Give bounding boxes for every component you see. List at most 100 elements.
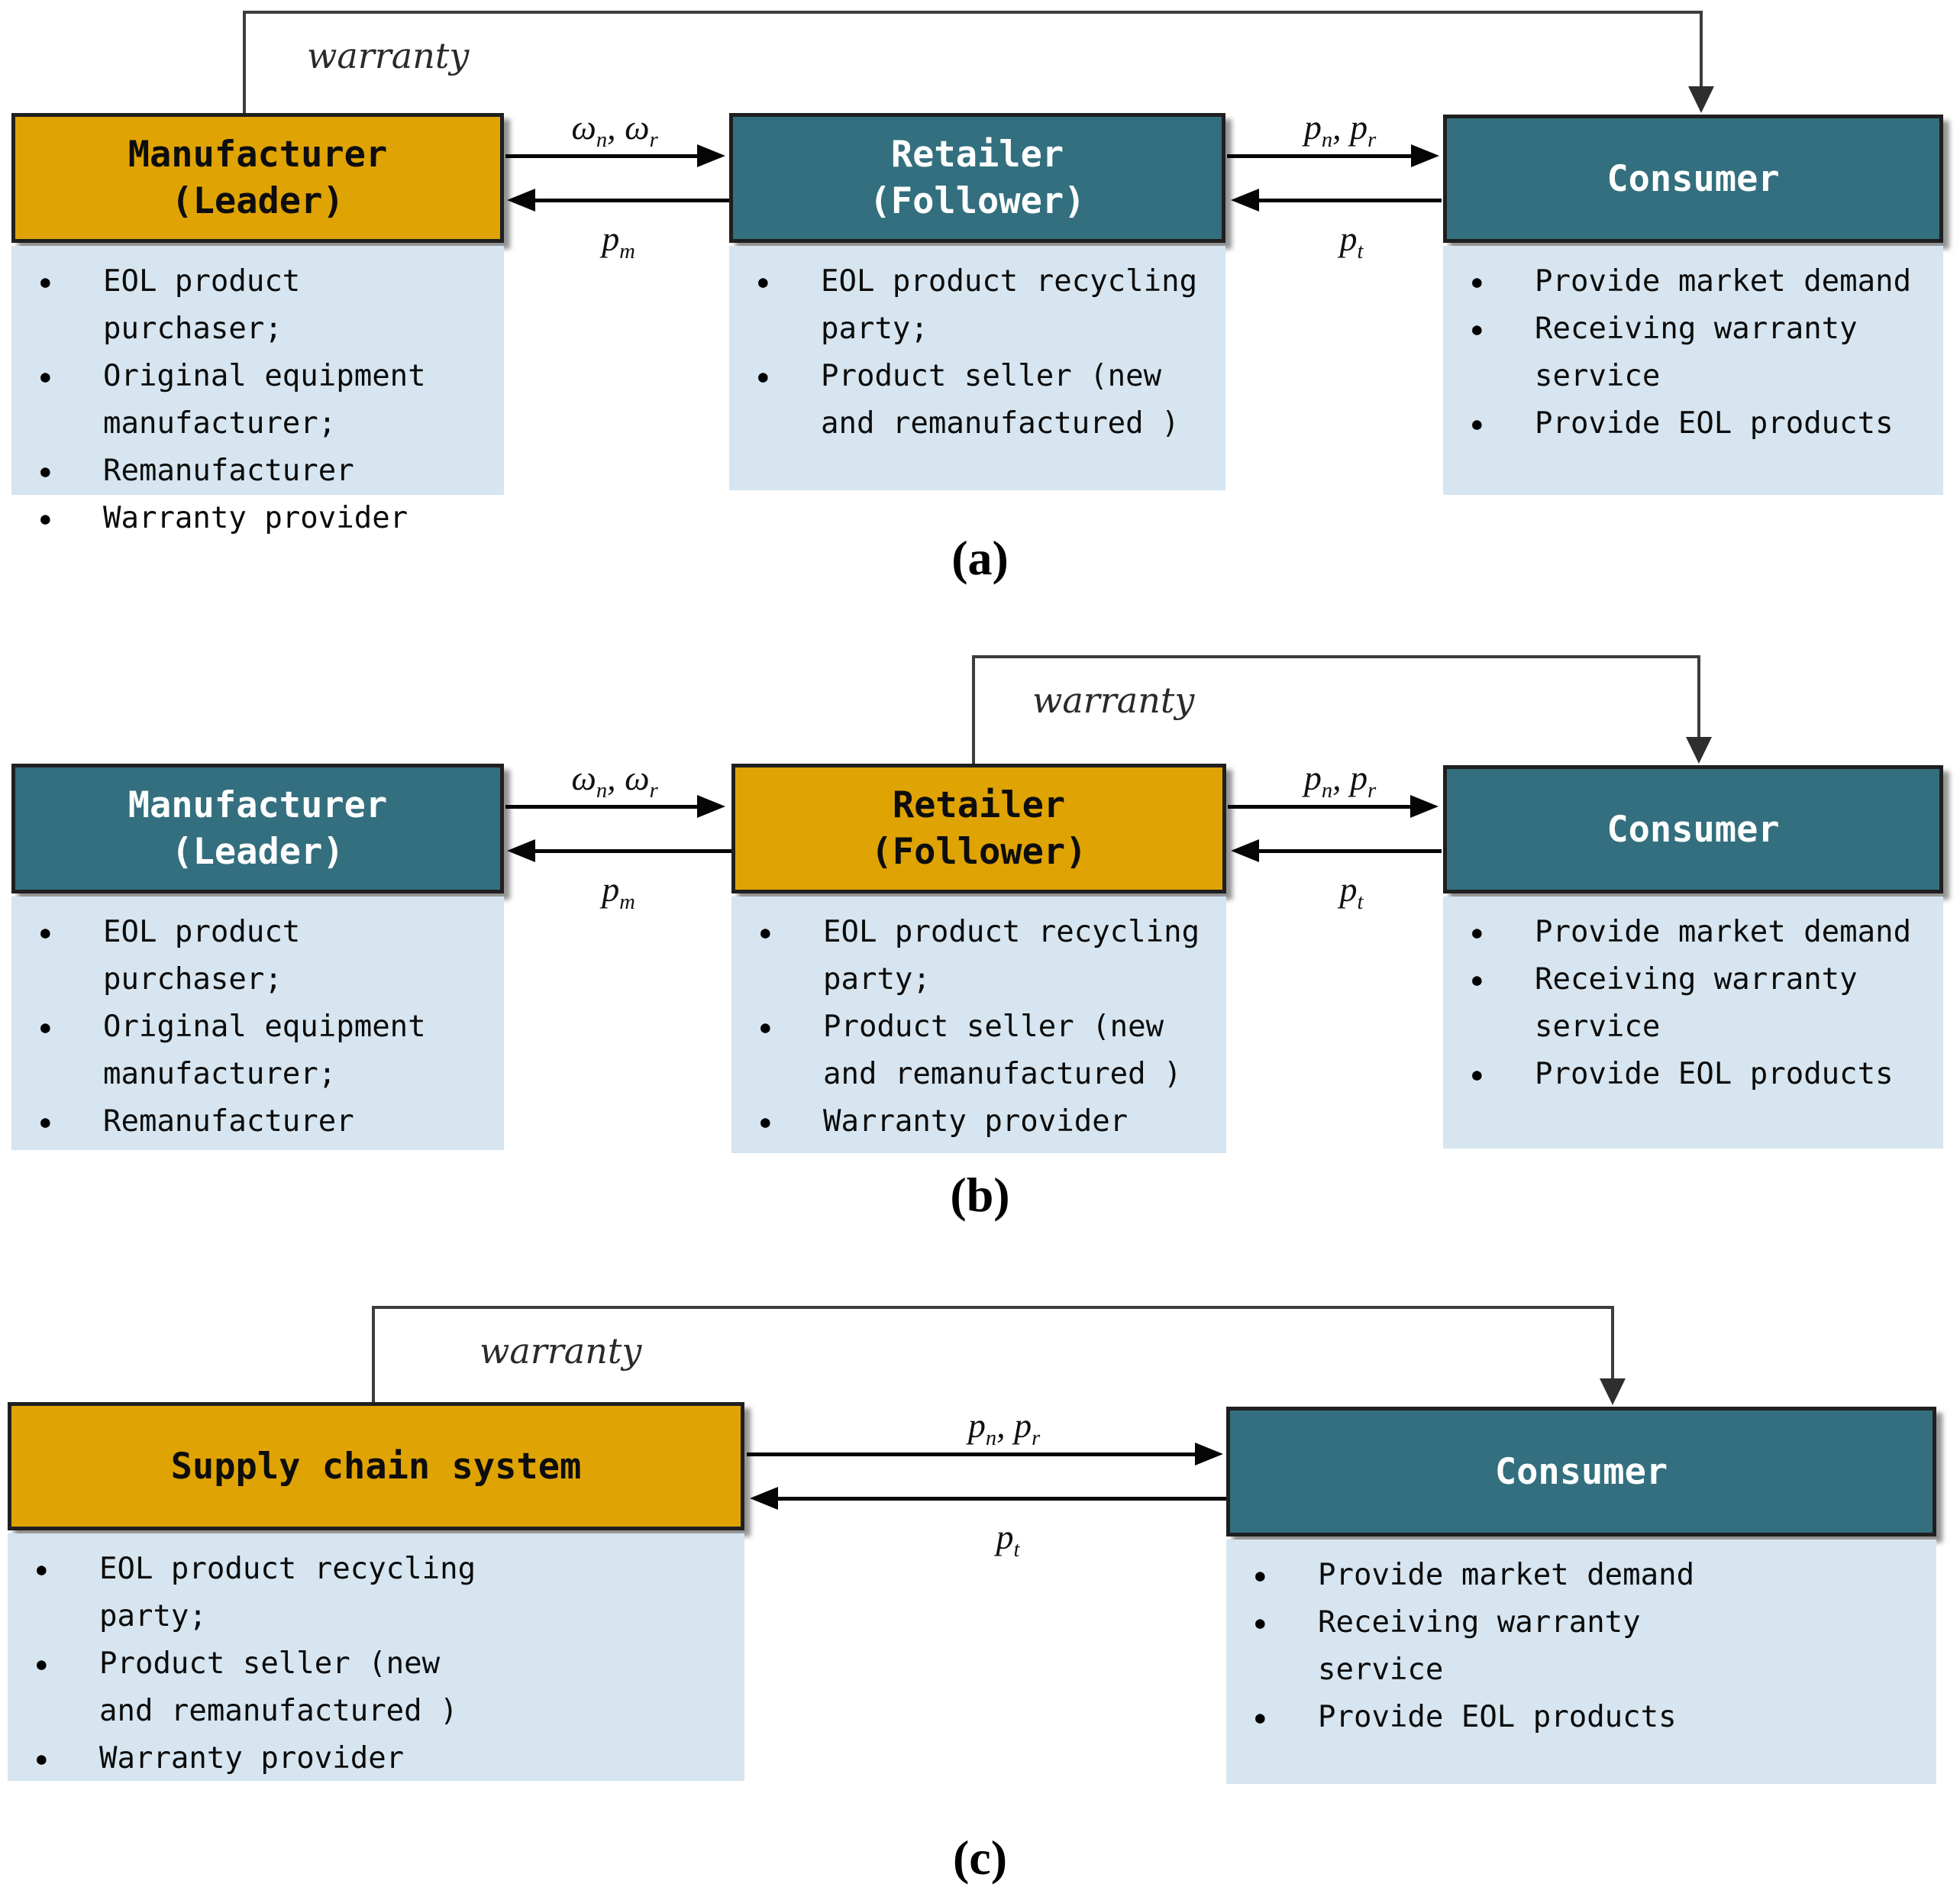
consumer-roles-list: ●Provide market demand ●Receiving warran… <box>1443 897 1943 1149</box>
bullet-icon: ● <box>37 1560 47 1578</box>
list-item: ●EOL product recycling party; <box>760 909 1219 1003</box>
supply-chain-system-box: Supply chain system <box>8 1402 744 1530</box>
list-item: ●Remanufacturer <box>40 448 496 495</box>
warranty-arrowhead-down-icon <box>1600 1378 1626 1405</box>
bullet-icon: ● <box>40 273 50 291</box>
label-p-pair: pn, pr <box>1303 108 1377 153</box>
warranty-label: warranty <box>480 1330 642 1372</box>
list-item: ●Provide market demand <box>1472 909 1936 956</box>
arrow-wholesale-prices <box>505 154 698 158</box>
bullet-icon: ● <box>40 923 50 942</box>
manufacturer-title-line1: Manufacturer <box>128 784 388 826</box>
warranty-arrowhead-down-icon <box>1688 86 1714 113</box>
warranty-label: warranty <box>1032 680 1195 721</box>
bullet-icon: ● <box>1472 415 1482 433</box>
bullet-icon: ● <box>40 1018 50 1036</box>
arrowhead-left-icon <box>1231 189 1259 212</box>
bullet-icon: ● <box>760 1113 770 1131</box>
list-item: ●Receiving warranty service <box>1255 1599 1929 1694</box>
bullet-icon: ● <box>37 1750 47 1768</box>
list-item: ●Provide market demand <box>1255 1552 1929 1599</box>
list-item: ●EOL product recycling party; <box>758 258 1218 353</box>
bullet-icon: ● <box>40 367 50 386</box>
bullet-icon: ● <box>40 462 50 480</box>
warranty-connector-right-segment <box>1697 655 1700 738</box>
list-item: ●Receiving warranty service <box>1472 956 1936 1051</box>
caption-b: (b) <box>950 1168 1010 1222</box>
list-item: ●Warranty provider <box>40 495 496 542</box>
list-item: ●EOL product recycling party; <box>37 1546 737 1640</box>
retailer-title-line1: Retailer <box>892 784 1066 826</box>
warranty-connector-left-segment <box>972 655 975 764</box>
bullet-icon: ● <box>1472 923 1482 942</box>
warranty-connector-top-segment <box>243 11 1703 14</box>
list-item: ●Provide EOL products <box>1255 1694 1929 1741</box>
arrowhead-right-icon <box>1411 144 1439 167</box>
bullet-icon: ● <box>1255 1566 1265 1585</box>
label-p-pair: pn, pr <box>967 1406 1041 1451</box>
manufacturer-roles-list: ●EOL product purchaser; ●Original equipm… <box>11 246 504 535</box>
label-pt: pt <box>996 1517 1020 1562</box>
list-item: ●EOL product purchaser; <box>40 909 496 1003</box>
label-omega-pair: ωn, ωr <box>571 108 658 153</box>
bullet-icon: ● <box>760 923 770 942</box>
list-item: ●Provide EOL products <box>1472 400 1936 448</box>
list-item: ●Provide EOL products <box>1472 1051 1936 1098</box>
bullet-icon: ● <box>758 367 768 386</box>
supply-chain-roles-list: ●EOL product recycling party; ●Product s… <box>8 1533 744 1781</box>
arrowhead-right-icon <box>697 144 725 167</box>
consumer-roles-list: ●Provide market demand ●Receiving warran… <box>1226 1540 1936 1784</box>
warranty-label: warranty <box>307 35 470 76</box>
arrowhead-right-icon <box>1410 795 1439 818</box>
retailer-title-line2: (Follower) <box>869 180 1086 222</box>
arrowhead-left-icon <box>507 839 535 862</box>
bullet-icon: ● <box>37 1655 47 1673</box>
warranty-arrowhead-down-icon <box>1686 737 1712 764</box>
list-item: ●Product seller (new and remanufactured … <box>760 1003 1219 1098</box>
arrow-manufacturer-price <box>534 849 731 853</box>
warranty-connector-right-segment <box>1700 11 1703 87</box>
list-item: ●Product seller (new and remanufactured … <box>758 353 1218 448</box>
arrow-transfer-price <box>1258 849 1442 853</box>
retailer-box: Retailer (Follower) <box>731 764 1226 893</box>
retailer-title-line1: Retailer <box>890 134 1064 176</box>
list-item: ●Original equipment manufacturer; <box>40 353 496 448</box>
retailer-box: Retailer (Follower) <box>729 113 1225 243</box>
bullet-icon: ● <box>40 1113 50 1131</box>
manufacturer-title-line2: (Leader) <box>171 180 344 222</box>
arrow-transfer-price <box>1258 199 1442 202</box>
supply-chain-title: Supply chain system <box>170 1445 582 1488</box>
label-pt: pt <box>1339 219 1364 264</box>
warranty-connector-top-segment <box>972 655 1700 658</box>
bullet-icon: ● <box>758 273 768 291</box>
warranty-connector-top-segment <box>372 1306 1614 1309</box>
label-pm: pm <box>602 219 635 264</box>
manufacturer-title-line1: Manufacturer <box>128 134 388 176</box>
arrow-retail-prices <box>747 1452 1196 1456</box>
manufacturer-title-line2: (Leader) <box>171 831 344 873</box>
list-item: ●Provide market demand <box>1472 258 1936 305</box>
retailer-roles-list: ●EOL product recycling party; ●Product s… <box>729 246 1225 490</box>
label-p-pair: pn, pr <box>1303 758 1377 803</box>
label-pm: pm <box>602 870 635 915</box>
consumer-title: Consumer <box>1606 808 1780 851</box>
arrowhead-left-icon <box>750 1487 778 1510</box>
list-item: ●Remanufacturer <box>40 1098 496 1145</box>
caption-a: (a) <box>951 531 1009 585</box>
retailer-roles-list: ●EOL product recycling party; ●Product s… <box>731 897 1226 1153</box>
manufacturer-box: Manufacturer (Leader) <box>11 764 504 893</box>
consumer-title: Consumer <box>1494 1450 1668 1493</box>
consumer-roles-list: ●Provide market demand ●Receiving warran… <box>1443 246 1943 495</box>
arrow-manufacturer-price <box>534 199 729 202</box>
arrowhead-left-icon <box>507 189 535 212</box>
label-pt: pt <box>1339 870 1364 915</box>
caption-c: (c) <box>952 1831 1008 1885</box>
label-omega-pair: ωn, ωr <box>571 758 658 803</box>
bullet-icon: ● <box>1472 1065 1482 1084</box>
warranty-connector-left-segment <box>372 1306 375 1402</box>
retailer-title-line2: (Follower) <box>870 831 1087 873</box>
list-item: ●Product seller (new and remanufactured … <box>37 1640 737 1735</box>
manufacturer-roles-list: ●EOL product purchaser; ●Original equipm… <box>11 897 504 1150</box>
arrowhead-left-icon <box>1231 839 1259 862</box>
